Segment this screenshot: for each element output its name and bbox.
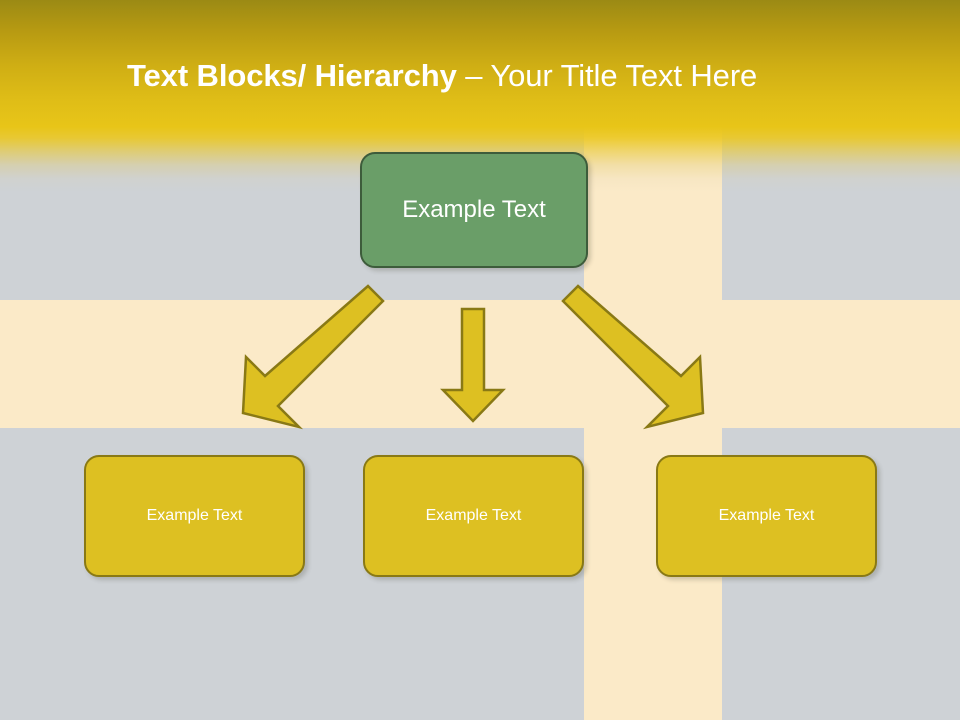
page-title: Text Blocks/ Hierarchy – Your Title Text… <box>127 54 887 98</box>
title-regular-part: – Your Title Text Here <box>465 58 758 93</box>
node-child-1[interactable]: Example Text <box>84 455 305 577</box>
node-child-2-label: Example Text <box>425 507 522 524</box>
node-child-3[interactable]: Example Text <box>656 455 877 577</box>
node-child-2[interactable]: Example Text <box>363 455 584 577</box>
node-child-1-label: Example Text <box>146 507 243 524</box>
background-band-horizontal <box>0 300 960 428</box>
node-root[interactable]: Example Text <box>360 152 588 268</box>
background-band-vertical <box>584 0 722 720</box>
node-root-label: Example Text <box>402 196 546 223</box>
node-child-3-label: Example Text <box>718 507 815 524</box>
title-bold-part: Text Blocks/ Hierarchy <box>127 58 466 93</box>
